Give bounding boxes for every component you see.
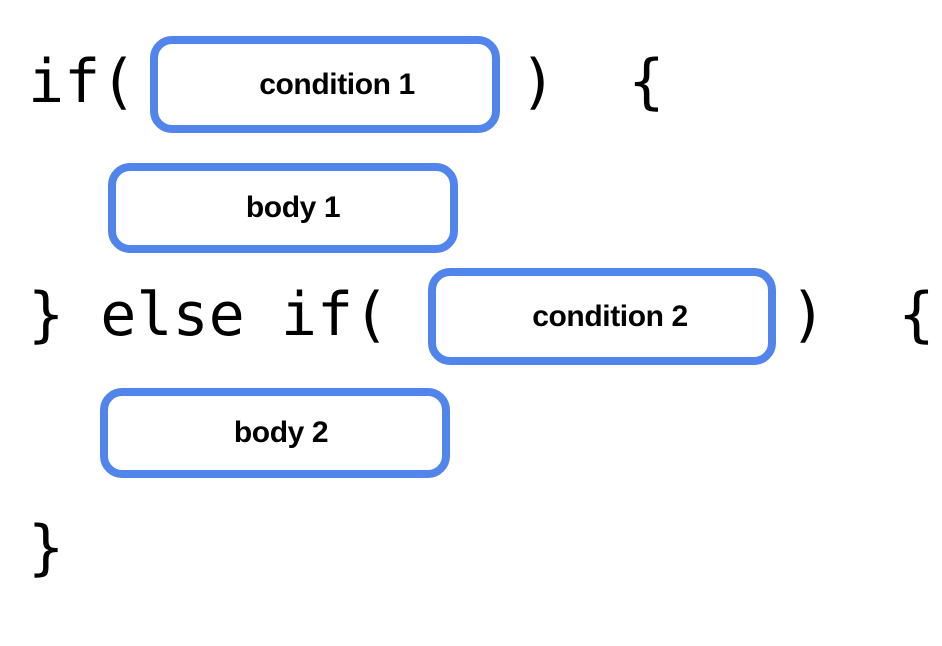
slot-condition-2-label: condition 2 [532,299,688,333]
code-line3-close: ) { [790,280,935,350]
code-if-open: if( [28,47,137,117]
slot-condition-1-label: condition 1 [259,67,415,101]
slot-body-2[interactable]: body 2 [100,388,450,478]
code-line1-close: ) { [520,47,665,117]
slot-condition-1[interactable]: condition 1 [150,36,500,133]
slot-body-2-label: body 2 [233,416,329,449]
code-end-brace: } [28,513,65,583]
slot-body-1-label: body 1 [245,191,341,224]
slot-condition-2[interactable]: condition 2 [428,268,776,365]
slot-body-1[interactable]: body 1 [108,163,458,253]
code-else-if-open: } else if( [28,280,390,350]
